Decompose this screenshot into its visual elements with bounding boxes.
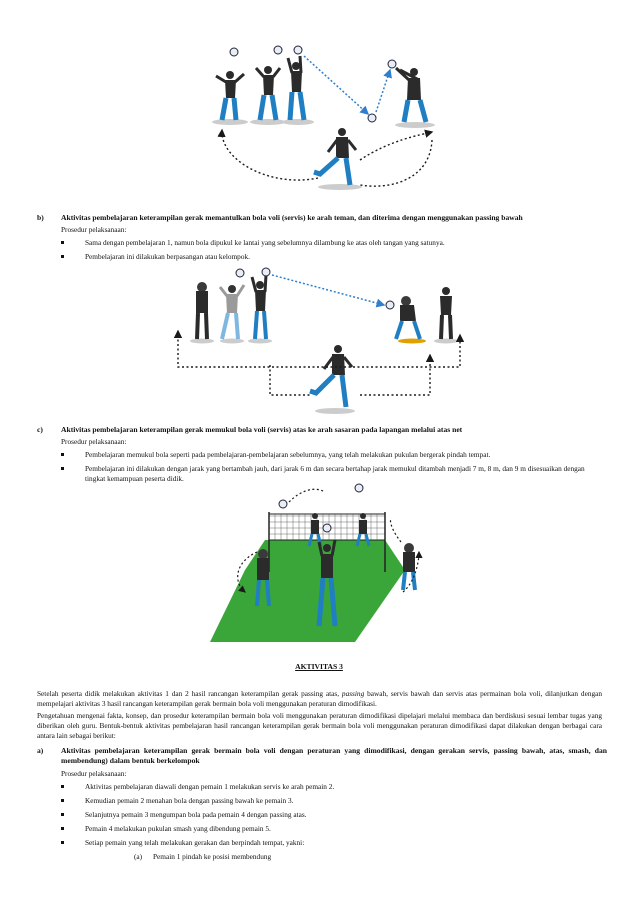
bullet-icon xyxy=(61,453,64,456)
player-figure xyxy=(250,274,268,340)
procedure-label: Prosedur pelaksanaan: xyxy=(61,769,127,778)
player-figure xyxy=(394,66,429,123)
sub-item-label: (a) xyxy=(134,852,143,861)
player-figure xyxy=(286,55,307,121)
procedure-label: Prosedur pelaksanaan: xyxy=(61,437,127,446)
bullet-icon xyxy=(61,827,64,830)
section-title: Aktivitas pembelajaran keterampilan gera… xyxy=(61,213,523,222)
player-figure xyxy=(254,66,282,121)
paragraph-intro: Setelah peserta didik melakukan aktivita… xyxy=(37,689,603,708)
section-label: a) xyxy=(37,746,44,755)
bullet-icon xyxy=(61,255,64,258)
bullet-icon xyxy=(61,841,64,844)
player-figure xyxy=(195,282,209,340)
player-figure xyxy=(439,287,453,340)
procedure-label: Prosedur pelaksanaan: xyxy=(61,225,127,234)
player-figure xyxy=(316,539,338,627)
bullet-icon xyxy=(61,785,64,788)
figure-serve-drill-2 xyxy=(173,267,465,414)
player-figure xyxy=(394,296,422,340)
section-title: Aktivitas pembelajaran keterampilan gera… xyxy=(61,425,463,434)
player-figure xyxy=(313,128,358,186)
figure-serve-over-net xyxy=(210,483,423,642)
section-label: b) xyxy=(37,213,44,222)
bullet-icon xyxy=(61,467,64,470)
player-figure xyxy=(309,345,354,408)
paragraph-knowledge: Pengetahuan mengenai fakta, konsep, dan … xyxy=(37,711,602,740)
player-figure xyxy=(355,513,371,547)
player-figure xyxy=(218,284,246,340)
player-figure xyxy=(255,549,271,607)
player-figure xyxy=(307,513,323,547)
section-label: c) xyxy=(37,425,43,434)
bullet-icon xyxy=(61,813,64,816)
player-figure xyxy=(215,71,245,121)
court-surface xyxy=(210,540,405,642)
bullet-icon xyxy=(61,241,64,244)
section-title: Aktivitas pembelajaran keterampilan gera… xyxy=(61,746,607,765)
figure-serve-drill-1 xyxy=(212,45,435,190)
bullet-icon xyxy=(61,799,64,802)
activity-heading: AKTIVITAS 3 xyxy=(295,662,343,671)
sub-item-text: Pemain 1 pindah ke posisi membendung xyxy=(153,852,272,861)
player-figure xyxy=(401,543,417,591)
